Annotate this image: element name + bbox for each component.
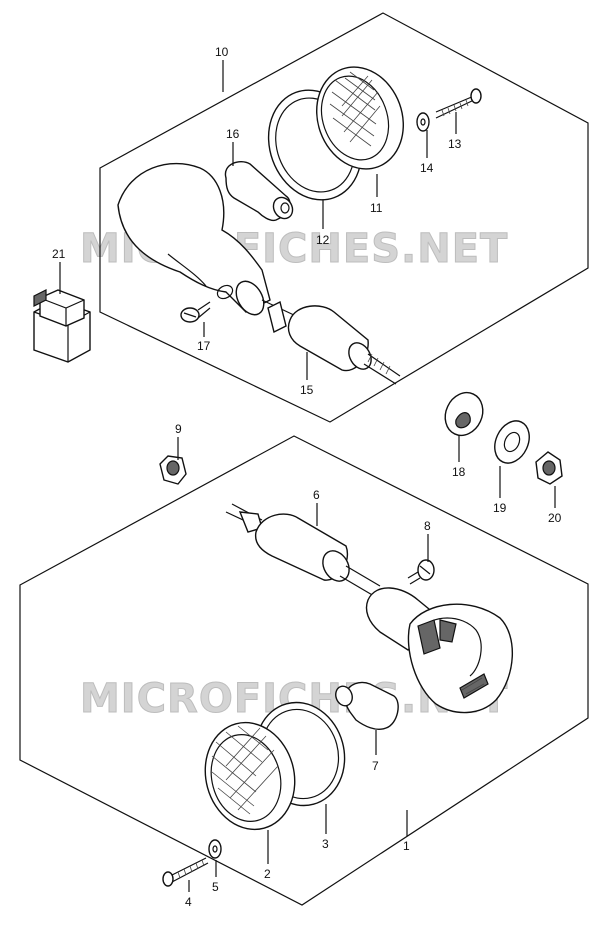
nut-9 xyxy=(159,455,187,485)
callout-6: 6 xyxy=(313,488,320,502)
callout-15: 15 xyxy=(300,383,314,397)
callout-10: 10 xyxy=(215,45,229,59)
housing-shell-upper xyxy=(117,162,271,316)
callout-8: 8 xyxy=(424,519,431,533)
callout-18: 18 xyxy=(452,465,466,479)
washer-5 xyxy=(208,839,222,859)
callout-16: 16 xyxy=(226,127,240,141)
washer-14 xyxy=(416,112,430,132)
screw-17 xyxy=(180,301,211,323)
lens-2 xyxy=(204,721,296,831)
callout-1: 1 xyxy=(403,839,410,853)
callout-17: 17 xyxy=(197,339,211,353)
leader-lines xyxy=(59,60,556,892)
callout-20: 20 xyxy=(548,511,562,525)
washer-19 xyxy=(494,420,530,464)
lens-11 xyxy=(316,66,404,170)
callout-5: 5 xyxy=(212,880,219,894)
stem-6 xyxy=(225,503,381,597)
callout-11: 11 xyxy=(370,201,383,215)
callout-19: 19 xyxy=(493,501,507,515)
callout-21: 21 xyxy=(52,247,66,261)
housing-1 xyxy=(365,587,513,714)
relay-21 xyxy=(33,289,91,363)
callout-4: 4 xyxy=(185,895,192,909)
callout-14: 14 xyxy=(420,161,434,175)
bulb-16 xyxy=(224,160,294,222)
callout-3: 3 xyxy=(322,837,329,851)
nut-20 xyxy=(535,451,563,485)
bulb-7 xyxy=(335,681,399,730)
grommet-18 xyxy=(444,391,484,437)
upper-assembly-outline xyxy=(99,12,589,423)
callout-9: 9 xyxy=(175,422,182,436)
screw-8 xyxy=(407,559,435,585)
screw-13 xyxy=(435,88,482,119)
callout-7: 7 xyxy=(372,759,379,773)
callout-13: 13 xyxy=(448,137,462,151)
callout-12: 12 xyxy=(316,233,330,247)
callout-2: 2 xyxy=(264,867,271,881)
lower-assembly-outline xyxy=(19,435,589,906)
stem-15 xyxy=(261,299,401,385)
callouts: 10 16 13 14 11 12 21 17 15 9 18 19 20 6 … xyxy=(52,45,562,909)
screw-4 xyxy=(162,857,209,887)
